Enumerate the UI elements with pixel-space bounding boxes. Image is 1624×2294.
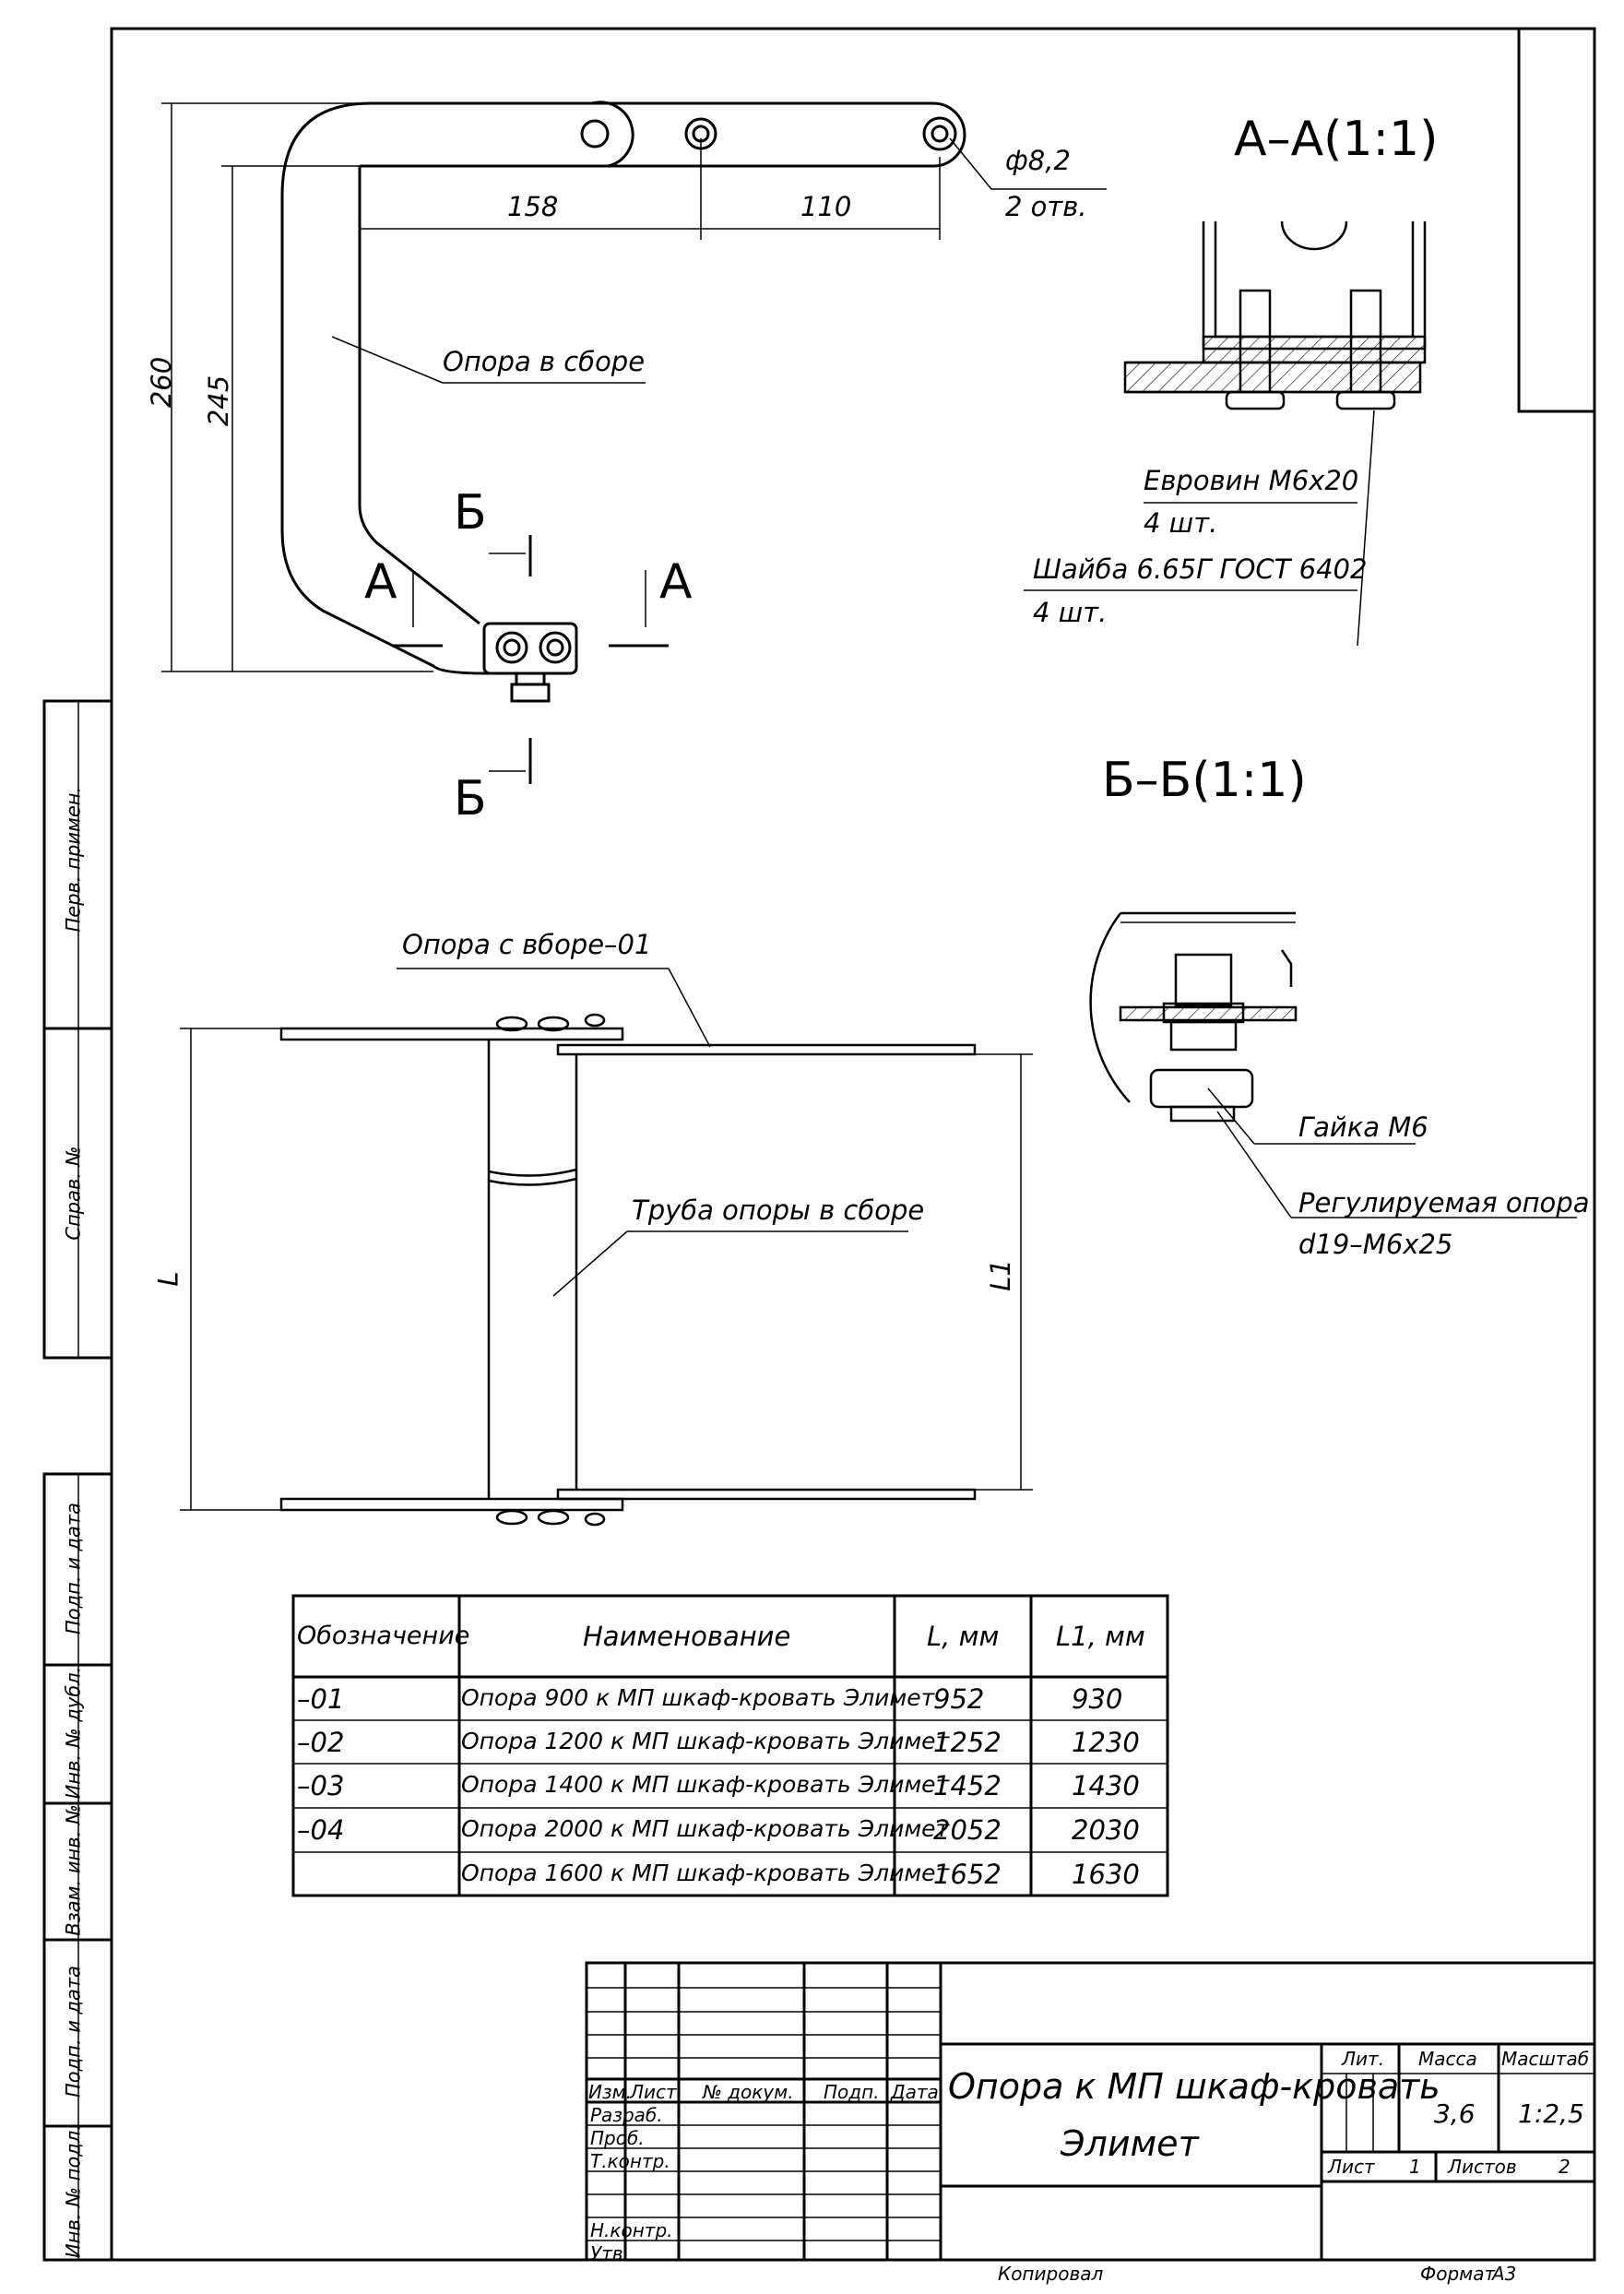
tb-scale-value: 1:2,5 [1518, 2098, 1584, 2129]
washer-qty: 4 шт. [1033, 597, 1108, 628]
variants-table-grid [291, 1594, 1169, 1897]
table-row-3-col-1: Опора 2000 к МП шкаф-кровать Элимет [461, 1815, 950, 1842]
dim-L: L [152, 1271, 184, 1287]
dim-245: 245 [203, 374, 235, 427]
part-label-support-assembly: Опора в сборе [443, 346, 646, 377]
bracket-holes [495, 116, 957, 703]
tb-lit-label: Лит. [1342, 2048, 1385, 2070]
table-row-2-col-1: Опора 1400 к МП шкаф-кровать Элимет [461, 1771, 950, 1798]
table-header-L: L, мм [927, 1621, 1000, 1652]
washer-label: Шайба 6.65Г ГОСТ 6402 [1033, 553, 1368, 585]
section-bb-drawing [1089, 911, 1577, 1218]
section-a-left-letter: А [364, 554, 397, 610]
dim-158: 158 [507, 191, 559, 222]
side-first-use: Перв. примен. [62, 786, 85, 933]
footer-format-value: А3 [1492, 2263, 1517, 2285]
table-header-name: Наименование [583, 1621, 791, 1652]
tb-col-sheet: Лист [630, 2081, 677, 2103]
footer-copied: Копировал [998, 2263, 1104, 2285]
section-b-bottom-letter: Б [454, 771, 487, 826]
table-row-4-col-3: 1630 [1072, 1859, 1140, 1890]
side-strip [42, 699, 113, 2262]
nut-label: Гайка М6 [1298, 1111, 1428, 1143]
support-bracket-outline [280, 101, 966, 675]
table-row-0-col-0: –01 [297, 1683, 345, 1715]
top-view-dimensions [161, 102, 1107, 672]
tube-assembly-label: Труба опоры в сборе [632, 1195, 925, 1226]
table-row-0-col-3: 930 [1072, 1683, 1123, 1715]
tb-role-tech-control: Т.контр. [590, 2150, 670, 2172]
side-repl-inv-no: Взам. инв. № [62, 1804, 85, 1936]
table-header-L1: L1, мм [1056, 1621, 1145, 1652]
footer-format-label: Формат [1420, 2263, 1496, 2285]
tb-role-approver: Утв. [590, 2242, 629, 2264]
table-row-2-col-3: 1430 [1072, 1770, 1140, 1801]
table-row-4-col-2: 1652 [933, 1859, 1002, 1890]
section-a-right-letter: А [659, 554, 693, 610]
section-aa-title: А–А(1:1) [1234, 112, 1439, 167]
tb-title-line2: Элимет [1061, 2123, 1199, 2164]
tb-sheets-label: Листов [1448, 2156, 1517, 2178]
side-sign-date-2: Подп. и дата [62, 1965, 85, 2098]
table-row-3-col-3: 2030 [1072, 1814, 1140, 1846]
tb-title-line1: Опора к МП шкаф-кровать [948, 2066, 1440, 2107]
tb-scale-label: Масштаб [1501, 2048, 1590, 2070]
top-right-box [1517, 27, 1596, 413]
table-row-0-col-2: 952 [933, 1683, 985, 1715]
tb-col-date: Дата [891, 2081, 939, 2103]
tb-sheet-num: 1 [1409, 2156, 1421, 2178]
front-view-dimensions [180, 968, 1033, 1511]
side-sign-date-1: Подп. и дата [62, 1502, 85, 1635]
title-block-grid [585, 1961, 1596, 2262]
table-row-4-col-1: Опора 1600 к МП шкаф-кровать Элимет [461, 1860, 950, 1886]
tb-role-norm-control: Н.контр. [590, 2219, 673, 2241]
table-row-2-col-2: 1452 [933, 1770, 1002, 1801]
table-row-1-col-1: Опора 1200 к МП шкаф-кровать Элимет [461, 1728, 950, 1754]
side-orig-inv-no: Инв. № подл. [62, 2124, 85, 2258]
tb-role-checker: Проб. [590, 2127, 645, 2149]
dim-L1: L1 [984, 1259, 1016, 1291]
tb-col-doc-no: № докум. [703, 2081, 794, 2103]
tb-sheet-label: Лист [1328, 2156, 1375, 2178]
hole-count: 2 отв. [1005, 191, 1087, 222]
tb-mass-label: Масса [1418, 2048, 1477, 2070]
tb-mass-value: 3,6 [1434, 2098, 1476, 2129]
tb-sheets-num: 2 [1559, 2156, 1571, 2178]
table-row-1-col-3: 1230 [1072, 1727, 1140, 1758]
side-dup-inv-no: Инв. № дубл. [62, 1666, 85, 1800]
table-row-1-col-2: 1252 [933, 1727, 1002, 1758]
table-row-1-col-0: –02 [297, 1727, 345, 1758]
table-header-designation: Обозначение [297, 1622, 470, 1650]
euro-screw-label: Евровин М6х20 [1144, 465, 1359, 496]
euro-screw-qty: 4 шт. [1144, 507, 1218, 539]
tb-role-developer: Разраб. [590, 2104, 663, 2126]
section-aa-drawing [1024, 220, 1427, 647]
tb-col-signature: Подп. [824, 2081, 880, 2103]
dim-110: 110 [800, 191, 852, 222]
table-row-3-col-0: –04 [297, 1814, 345, 1846]
table-row-2-col-0: –03 [297, 1770, 345, 1801]
side-reference-no: Справ. № [62, 1146, 85, 1241]
adjustable-foot-label: Регулируемая опора [1298, 1187, 1590, 1218]
dim-260: 260 [146, 356, 178, 409]
tb-col-change: Изм. [588, 2081, 633, 2103]
adjustable-foot-size: d19–М6х25 [1298, 1229, 1453, 1260]
table-row-0-col-1: Опора 900 к МП шкаф-кровать Элимет [461, 1684, 935, 1711]
table-row-3-col-2: 2052 [933, 1814, 1002, 1846]
assembly-01-label: Опора с вборе–01 [402, 929, 652, 960]
hole-diameter: ф8,2 [1005, 145, 1071, 176]
section-bb-title: Б–Б(1:1) [1102, 753, 1307, 808]
section-markers [392, 535, 669, 784]
front-view-drawing [279, 1013, 977, 1527]
section-b-top-letter: Б [454, 485, 487, 541]
